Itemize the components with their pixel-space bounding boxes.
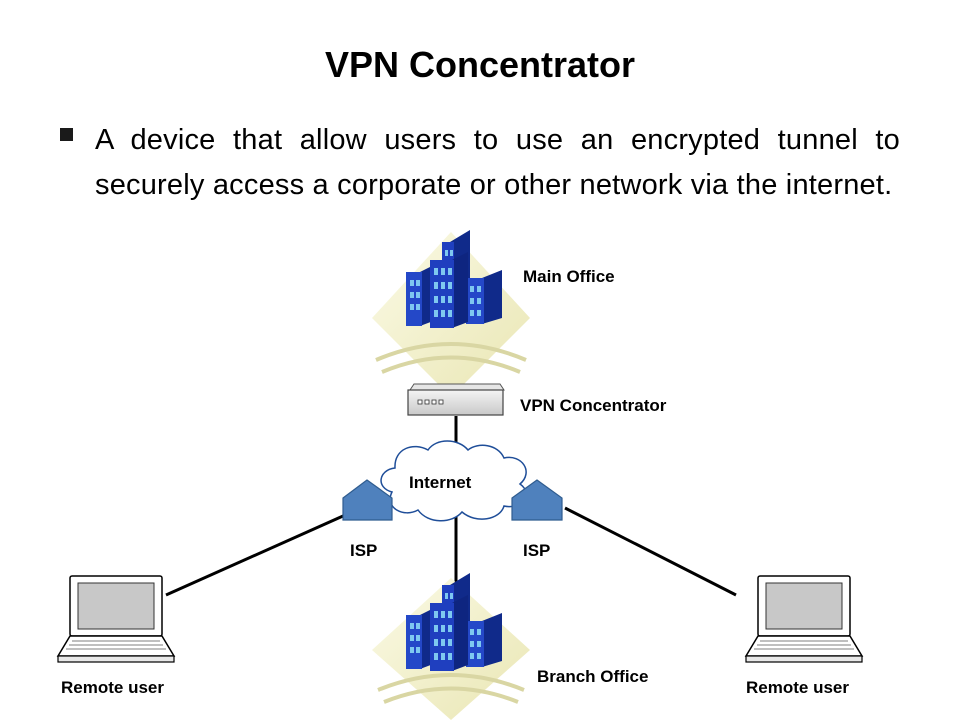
- remote-user-left-label: Remote user: [61, 678, 164, 697]
- vpn-concentrator-label: VPN Concentrator: [520, 396, 667, 415]
- main-office-building-icon: [372, 230, 530, 397]
- isp-left-icon: [342, 479, 393, 521]
- internet-label: Internet: [409, 473, 472, 492]
- isp-right-icon: [511, 479, 563, 521]
- remote-user-right-label: Remote user: [746, 678, 849, 697]
- right-isp-remote-link: [564, 506, 737, 597]
- remote-user-left-laptop-icon: [57, 575, 175, 663]
- remote-user-right-laptop-icon: [745, 575, 863, 663]
- slide-title: VPN Concentrator: [324, 44, 636, 85]
- isp-right-label: ISP: [523, 541, 550, 560]
- square-bullet-icon: [60, 128, 73, 141]
- branch-office-building-icon: [372, 573, 530, 720]
- isp-left-label: ISP: [350, 541, 377, 560]
- left-isp-remote-link: [165, 514, 344, 597]
- vpn-concentrator-device-icon: [407, 383, 505, 416]
- main-office-label: Main Office: [523, 267, 615, 286]
- bullet-list: A device that allow users to use an encr…: [60, 118, 900, 208]
- branch-office-label: Branch Office: [537, 667, 648, 686]
- bullet-text: A device that allow users to use an encr…: [95, 124, 900, 201]
